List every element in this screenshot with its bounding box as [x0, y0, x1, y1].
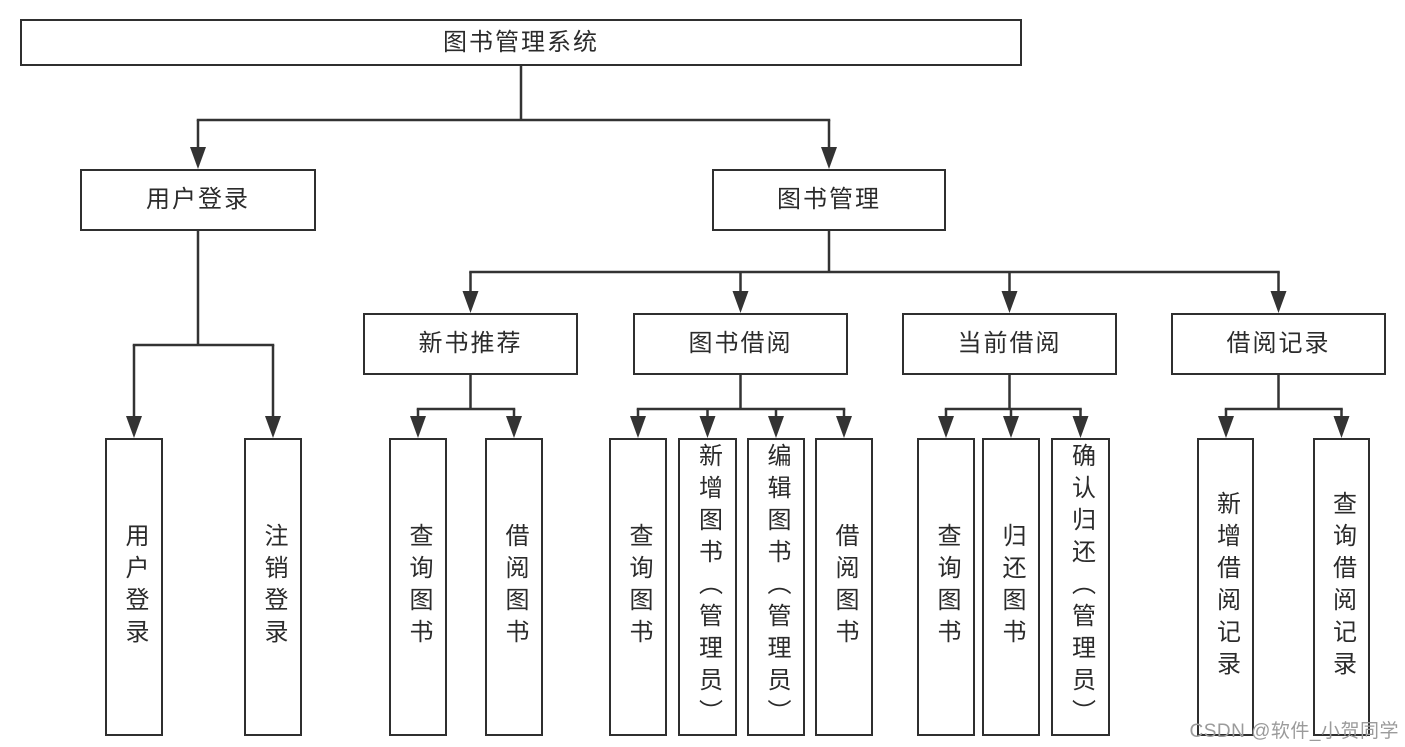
node-label: 借阅图书: [831, 523, 858, 651]
connector-root-to-level2: [190, 66, 837, 169]
node-user-login: 用户登录: [80, 169, 316, 231]
node-label: 查询图书: [933, 523, 960, 651]
node-label: 查询图书: [405, 523, 432, 651]
node-label: 编辑图书（管理员）: [763, 443, 790, 731]
node-label: 借阅图书: [501, 523, 528, 651]
node-label: 用户登录: [121, 523, 148, 651]
node-label: 用户登录: [146, 186, 250, 213]
node-label: 归还图书: [998, 523, 1025, 651]
leaf-borrow-books-recommend: 借阅图书: [485, 438, 543, 736]
watermark: CSDN @软件_小贺同学: [1189, 721, 1399, 742]
node-label: 新增借阅记录: [1212, 491, 1240, 683]
connector-borrow-record-children: [1218, 375, 1350, 438]
node-borrowing-records: 借阅记录: [1171, 313, 1386, 375]
connector-new-book-children: [410, 375, 522, 438]
node-label: 新增图书（管理员）: [694, 443, 722, 731]
node-label: 图书管理系统: [443, 28, 599, 56]
leaf-return-books: 归还图书: [982, 438, 1040, 736]
node-label: 查询借阅记录: [1328, 491, 1356, 683]
node-label: 借阅记录: [1226, 330, 1331, 357]
node-label: 新书推荐: [418, 330, 523, 357]
leaf-borrow-books: 借阅图书: [815, 438, 873, 736]
leaf-logout: 注销登录: [244, 438, 302, 736]
leaf-query-books-current: 查询图书: [917, 438, 975, 736]
connector-user-login-children: [126, 231, 281, 438]
node-book-management: 图书管理: [712, 169, 946, 231]
connector-current-borrow-children: [938, 375, 1089, 438]
leaf-query-borrow-record: 查询借阅记录: [1313, 438, 1370, 736]
node-book-borrowing: 图书借阅: [633, 313, 848, 375]
node-label: 注销登录: [260, 523, 287, 651]
node-library-management-system: 图书管理系统: [20, 19, 1022, 66]
node-label: 当前借阅: [957, 330, 1062, 357]
leaf-add-books-admin: 新增图书（管理员）: [678, 438, 737, 736]
leaf-query-books-borrow: 查询图书: [609, 438, 667, 736]
connector-book-management-to-level3: [462, 231, 1287, 313]
leaf-user-login: 用户登录: [105, 438, 163, 736]
node-label: 图书借阅: [688, 330, 793, 357]
node-label: 查询图书: [625, 523, 652, 651]
leaf-edit-books-admin: 编辑图书（管理员）: [747, 438, 805, 736]
leaf-add-borrow-record: 新增借阅记录: [1197, 438, 1254, 736]
leaf-confirm-return-admin: 确认归还（管理员）: [1051, 438, 1110, 736]
node-current-borrowing: 当前借阅: [902, 313, 1117, 375]
node-label: 图书管理: [777, 186, 881, 213]
connector-book-borrow-children: [630, 375, 852, 438]
node-new-book-recommendation: 新书推荐: [363, 313, 578, 375]
node-label: 确认归还（管理员）: [1067, 443, 1095, 731]
leaf-query-books-recommend: 查询图书: [389, 438, 447, 736]
